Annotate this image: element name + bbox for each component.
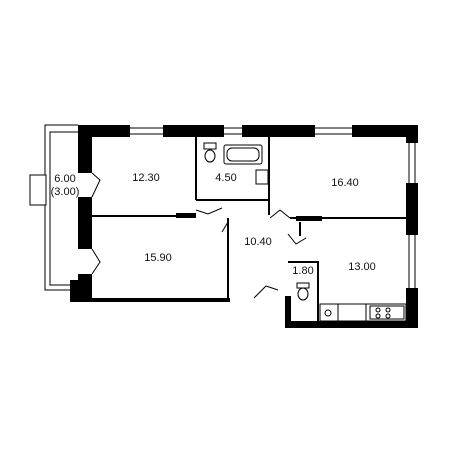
balcony-door-bottom: [91, 248, 101, 275]
balcony-ledge: [29, 174, 47, 206]
toilet-bowl-icon: [204, 149, 216, 163]
partition-thick: [176, 213, 196, 218]
partition-thick: [296, 216, 322, 221]
door-bedroom-top-left: [195, 207, 223, 215]
door-kitchen: [287, 233, 307, 245]
kitchen-sink-icon: [324, 309, 332, 317]
balcony-outline: [44, 124, 78, 291]
balcony-door-top: [91, 172, 101, 198]
area-labels: 6.00 (3.00) 12.30 4.50 16.40 15.90 10.40…: [51, 172, 376, 277]
burner-icon: [375, 307, 381, 313]
bottom-wall-right: [285, 321, 418, 328]
bathtub-inner-icon: [226, 147, 260, 162]
balcony-end-wall: [70, 280, 78, 302]
doors: [195, 207, 307, 299]
kitchen-area-label: 13.00: [348, 261, 376, 273]
right-wall-segment: [406, 183, 418, 235]
burner-icon: [385, 313, 391, 319]
sink-icon: [255, 169, 269, 185]
balcony-area-label: 6.00: [54, 173, 75, 185]
right-wall-segment: [406, 288, 418, 328]
left-wall-segment: [78, 125, 92, 173]
balcony-outline-inner: [49, 131, 78, 286]
wc-outer-wall: [285, 296, 291, 328]
bottom-wall-left: [78, 298, 230, 302]
wc-toilet-bowl-icon: [297, 287, 309, 301]
balcony: [29, 124, 101, 302]
bedroom-top-left-area-label: 12.30: [132, 172, 160, 184]
right-wall-segment: [406, 125, 418, 143]
wc-partition: [288, 261, 319, 322]
top-wall-segment: [352, 125, 408, 137]
wc-area-label: 1.80: [292, 265, 313, 277]
bathroom-area-label: 4.50: [215, 172, 236, 184]
hall-area-label: 10.40: [244, 236, 272, 248]
burner-icon: [375, 313, 381, 319]
exterior-walls: [78, 125, 418, 328]
left-wall-segment: [78, 274, 92, 302]
left-wall-segment: [78, 197, 92, 249]
fixtures: [203, 142, 407, 322]
door-bedroom-bottom-left: [221, 221, 229, 233]
bedroom-bottom-left-area-label: 15.90: [144, 252, 172, 264]
top-wall-segment: [163, 125, 224, 137]
wc-toilet-tank-icon: [296, 282, 310, 289]
door-bedroom-top-right: [269, 209, 291, 219]
burner-icon: [385, 307, 391, 313]
interior-walls: [92, 137, 406, 322]
bedroom-top-right-area-label: 16.40: [331, 177, 359, 189]
top-wall-segment: [242, 125, 315, 137]
toilet-tank-icon: [203, 142, 217, 150]
entrance-door: [253, 285, 279, 299]
balcony-area-alt-label: (3.00): [51, 186, 80, 198]
